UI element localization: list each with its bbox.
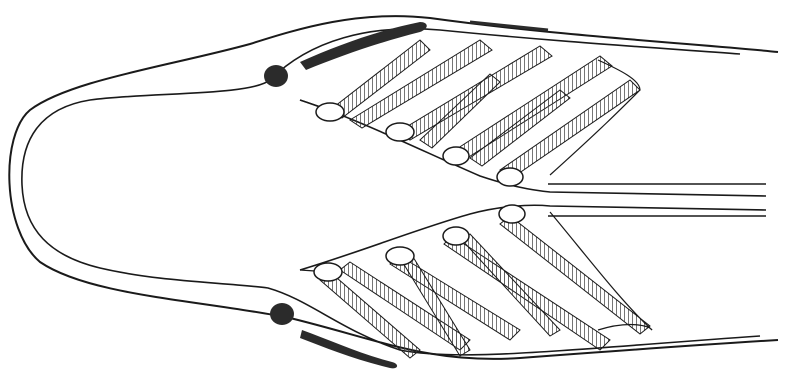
- gill-arch: [452, 56, 612, 160]
- cartilage-node: [443, 227, 469, 245]
- gill-arches-lower: [320, 216, 650, 358]
- cartilage-node: [314, 263, 342, 281]
- cartilage-node: [499, 205, 525, 223]
- cartilage-node: [386, 247, 414, 265]
- eye-lower: [270, 303, 294, 325]
- gill-arch: [444, 236, 610, 350]
- dark-bar-lower: [300, 330, 397, 368]
- cartilage-node: [316, 103, 344, 121]
- cartilage-node: [443, 147, 469, 165]
- dash-upper: [470, 22, 548, 30]
- gill-arch: [470, 90, 570, 166]
- cartilage-node: [386, 123, 414, 141]
- eye-upper: [264, 65, 288, 87]
- gill-arches-upper: [330, 40, 640, 178]
- gill-arch: [500, 216, 650, 334]
- cartilage-node: [497, 168, 523, 186]
